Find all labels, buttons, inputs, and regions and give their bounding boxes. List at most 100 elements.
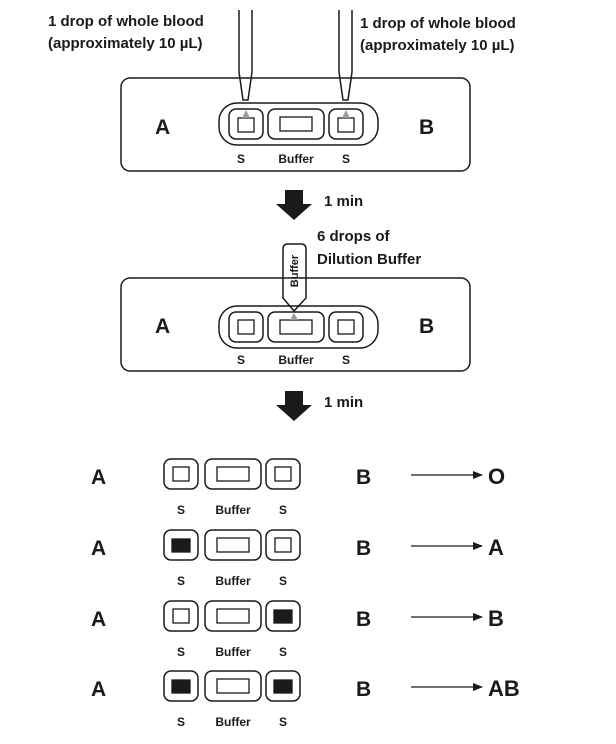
result-row: A B S Buffer S O [91,458,505,517]
result-label-s-right: S [279,645,287,659]
card1-label-s-right: S [342,152,350,166]
blood-type-result: O [488,464,505,489]
test-card-1 [120,77,471,172]
result-label-s-left: S [177,574,185,588]
result-side-b: B [356,608,371,631]
agglutination-mark-b [273,679,293,694]
card1-well-b [328,108,364,140]
buffer-note-line1: 6 drops of [317,228,391,245]
result-well-b [265,458,301,490]
result-side-b: B [356,537,371,560]
right-drop-note-line2: (approximately 10 µL) [360,37,515,54]
result-label-s-right: S [279,715,287,729]
right-pipette-icon [338,10,353,101]
card1-label-s-left: S [237,152,245,166]
result-well-a [163,670,199,702]
card1-well-a-window [237,117,255,133]
result-row: A B S Buffer S B [91,600,504,659]
card2-well-buffer-window [279,319,313,335]
result-well-a [163,529,199,561]
result-well-a [163,600,199,632]
agglutination-mark-b [273,609,293,624]
agglutination-mark-a [171,679,191,694]
result-label-s-right: S [279,574,287,588]
blood-type-result: AB [488,676,520,701]
result-window-b [274,537,292,553]
card1-side-a: A [155,116,170,139]
result-side-b: B [356,466,371,489]
result-label-s-right: S [279,503,287,517]
card1-well-buffer-window [279,116,313,132]
result-label-buffer: Buffer [215,503,251,517]
card1-blood-drop-a-icon [242,110,250,118]
result-side-a: A [91,608,106,631]
bottle-label: Buffer [289,254,301,287]
result-well-buffer [204,600,262,632]
result-well-b [265,670,301,702]
arrow2-time-label: 1 min [324,394,363,411]
card2-well-b [328,311,364,343]
result-window-a [172,466,190,482]
result-label-s-left: S [177,503,185,517]
result-label-s-left: S [177,715,185,729]
result-side-a: A [91,537,106,560]
card2-well-b-window [337,319,355,335]
step2: 6 drops of Dilution Buffer Buffer A B S … [120,228,471,372]
result-row: A B S Buffer S A [91,529,504,588]
result-well-a [163,458,199,490]
card1-side-b: B [419,116,434,139]
test-card-2 [120,277,471,372]
result-window-a [172,608,190,624]
result-window-buffer [216,466,250,482]
card2-side-a: A [155,315,170,338]
down-arrow-icon [276,190,312,220]
result-well-b [265,529,301,561]
card2-label-s-left: S [237,353,245,367]
right-drop-note-line1: 1 drop of whole blood [360,15,516,32]
result-window-buffer [216,608,250,624]
result-label-s-left: S [177,645,185,659]
card1-well-buffer [267,108,325,140]
result-well-buffer [204,458,262,490]
result-side-a: A [91,466,106,489]
buffer-note-line2: Dilution Buffer [317,251,421,268]
card1-well-group [218,102,379,146]
agglutination-mark-a [171,538,191,553]
left-drop-note-line1: 1 drop of whole blood [48,13,204,30]
left-pipette-icon [238,10,253,101]
card2-well-a [228,311,264,343]
card1-well-a [228,108,264,140]
result-window-buffer [216,678,250,694]
card2-well-buffer [267,311,325,343]
card2-side-b: B [419,315,434,338]
step1: 1 drop of whole blood (approximately 10 … [48,10,516,172]
result-side-a: A [91,678,106,701]
blood-type-result: B [488,606,504,631]
step-arrow-1: 1 min [276,190,363,220]
result-label-buffer: Buffer [215,574,251,588]
result-label-buffer: Buffer [215,715,251,729]
result-well-buffer [204,529,262,561]
card2-buffer-drop-icon [290,313,298,320]
result-well-b [265,600,301,632]
result-side-b: B [356,678,371,701]
result-label-buffer: Buffer [215,645,251,659]
card1-blood-drop-b-icon [342,110,350,118]
arrow1-time-label: 1 min [324,193,363,210]
blood-type-result: A [488,535,504,560]
card1-well-b-window [337,117,355,133]
card1-label-buffer: Buffer [278,152,314,166]
card2-well-group [218,305,379,349]
step-arrow-2: 1 min [276,391,363,421]
result-well-buffer [204,670,262,702]
card2-label-s-right: S [342,353,350,367]
card2-well-a-window [237,319,255,335]
card2-label-buffer: Buffer [278,353,314,367]
result-window-buffer [216,537,250,553]
left-drop-note-line2: (approximately 10 µL) [48,35,203,52]
down-arrow-icon [276,391,312,421]
result-window-b [274,466,292,482]
